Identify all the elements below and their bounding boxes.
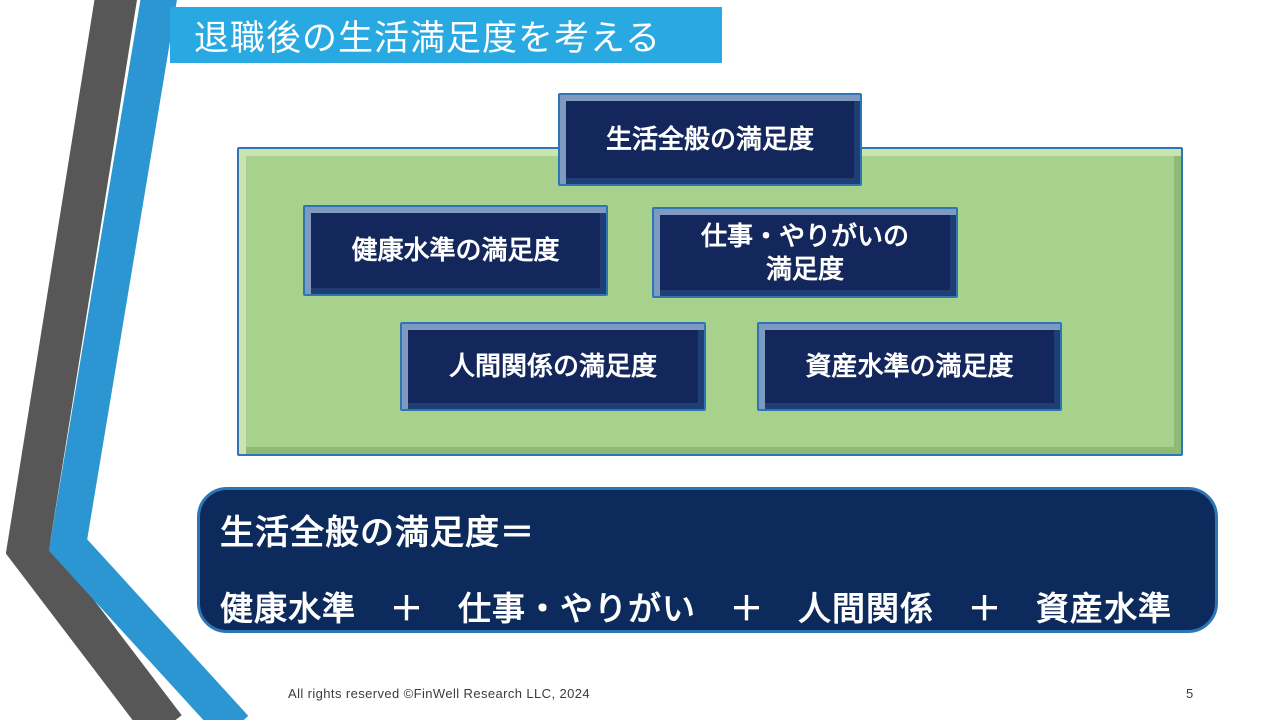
box-work-satisfaction: 仕事・やりがいの 満足度	[652, 207, 958, 298]
frame-stripe-blue-icon	[48, 0, 249, 720]
box-relationship-satisfaction: 人間関係の満足度	[400, 322, 706, 411]
frame-stripe-gray-icon	[5, 0, 182, 720]
box-asset-label: 資産水準の満足度	[805, 351, 1014, 382]
box-asset-satisfaction: 資産水準の満足度	[757, 322, 1062, 411]
box-health-label: 健康水準の満足度	[351, 235, 560, 266]
summary-equation-rhs: 健康水準 ＋ 仕事・やりがい ＋ 人間関係 ＋ 資産水準	[220, 590, 1172, 627]
box-overall-label: 生活全般の満足度	[605, 124, 814, 155]
page-number: 5	[1186, 686, 1194, 701]
box-work-label: 仕事・やりがいの 満足度	[700, 221, 909, 284]
box-health-satisfaction: 健康水準の満足度	[303, 205, 608, 296]
box-overall-life-satisfaction: 生活全般の満足度	[558, 93, 862, 186]
summary-equation-lhs: 生活全般の満足度＝	[220, 514, 535, 552]
footer-copyright: All rights reserved ©FinWell Research LL…	[288, 686, 590, 701]
box-relationship-label: 人間関係の満足度	[448, 351, 657, 382]
summary-equation-box: 生活全般の満足度＝ 健康水準 ＋ 仕事・やりがい ＋ 人間関係 ＋ 資産水準	[197, 487, 1218, 633]
title-bar: 退職後の生活満足度を考える	[170, 7, 722, 63]
slide-title: 退職後の生活満足度を考える	[194, 18, 661, 58]
